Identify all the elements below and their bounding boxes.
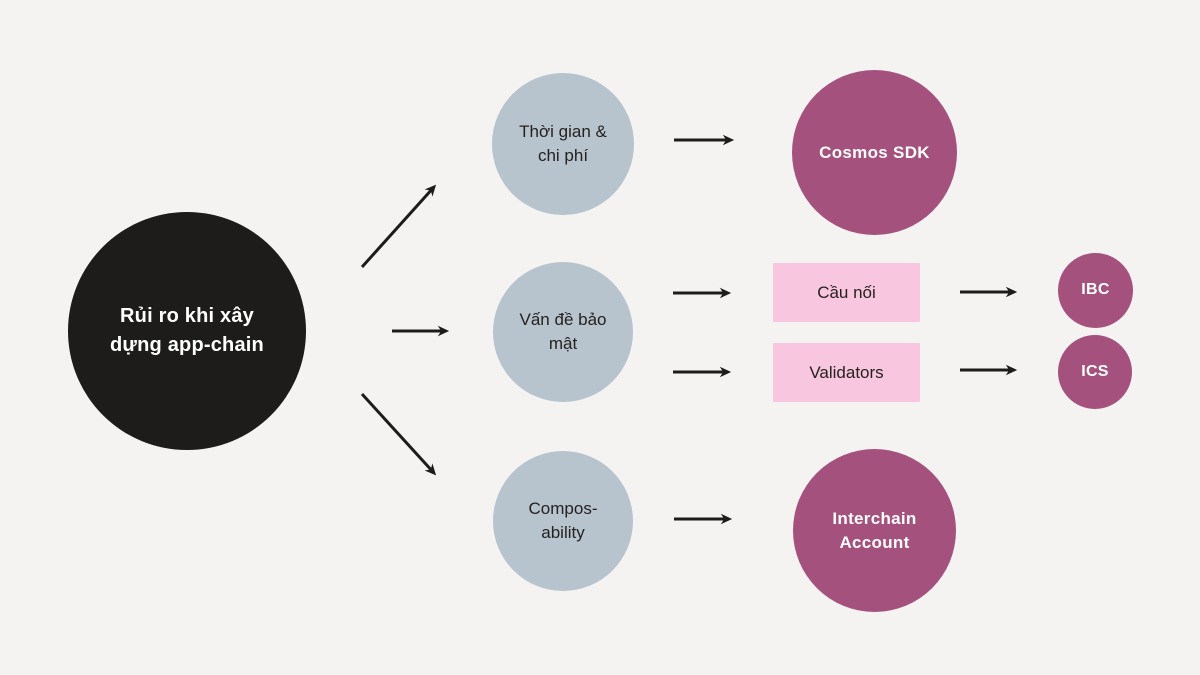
node-bridge-label: Cầu nối <box>817 282 876 302</box>
node-bridge: Cầu nối <box>773 263 920 322</box>
node-ibc: IBC <box>1058 253 1133 328</box>
node-cosmos-sdk: Cosmos SDK <box>792 70 957 235</box>
node-composability-label: Compos-ability <box>528 499 598 542</box>
node-ics: ICS <box>1058 335 1132 409</box>
edge-root-to-composability <box>360 392 437 476</box>
node-security-label: Vấn đề bảo mật <box>519 310 607 353</box>
node-time-cost: Thời gian & chi phí <box>492 73 634 215</box>
node-interchain-account-label: Interchain Account <box>832 508 917 552</box>
node-root-risk: Rủi ro khi xây dựng app-chain <box>68 212 306 450</box>
node-security: Vấn đề bảo mật <box>493 262 633 402</box>
node-root-label: Rủi ro khi xây dựng app-chain <box>110 305 264 356</box>
edge-root-to-time-cost <box>360 184 437 269</box>
node-time-cost-label: Thời gian & chi phí <box>519 122 607 165</box>
node-composability: Compos-ability <box>493 451 633 591</box>
node-cosmos-sdk-label: Cosmos SDK <box>819 142 930 162</box>
node-interchain-account: Interchain Account <box>793 449 956 612</box>
node-ibc-label: IBC <box>1081 281 1110 299</box>
node-validators-label: Validators <box>809 362 884 382</box>
node-validators: Validators <box>773 343 920 402</box>
node-ics-label: ICS <box>1081 362 1109 380</box>
